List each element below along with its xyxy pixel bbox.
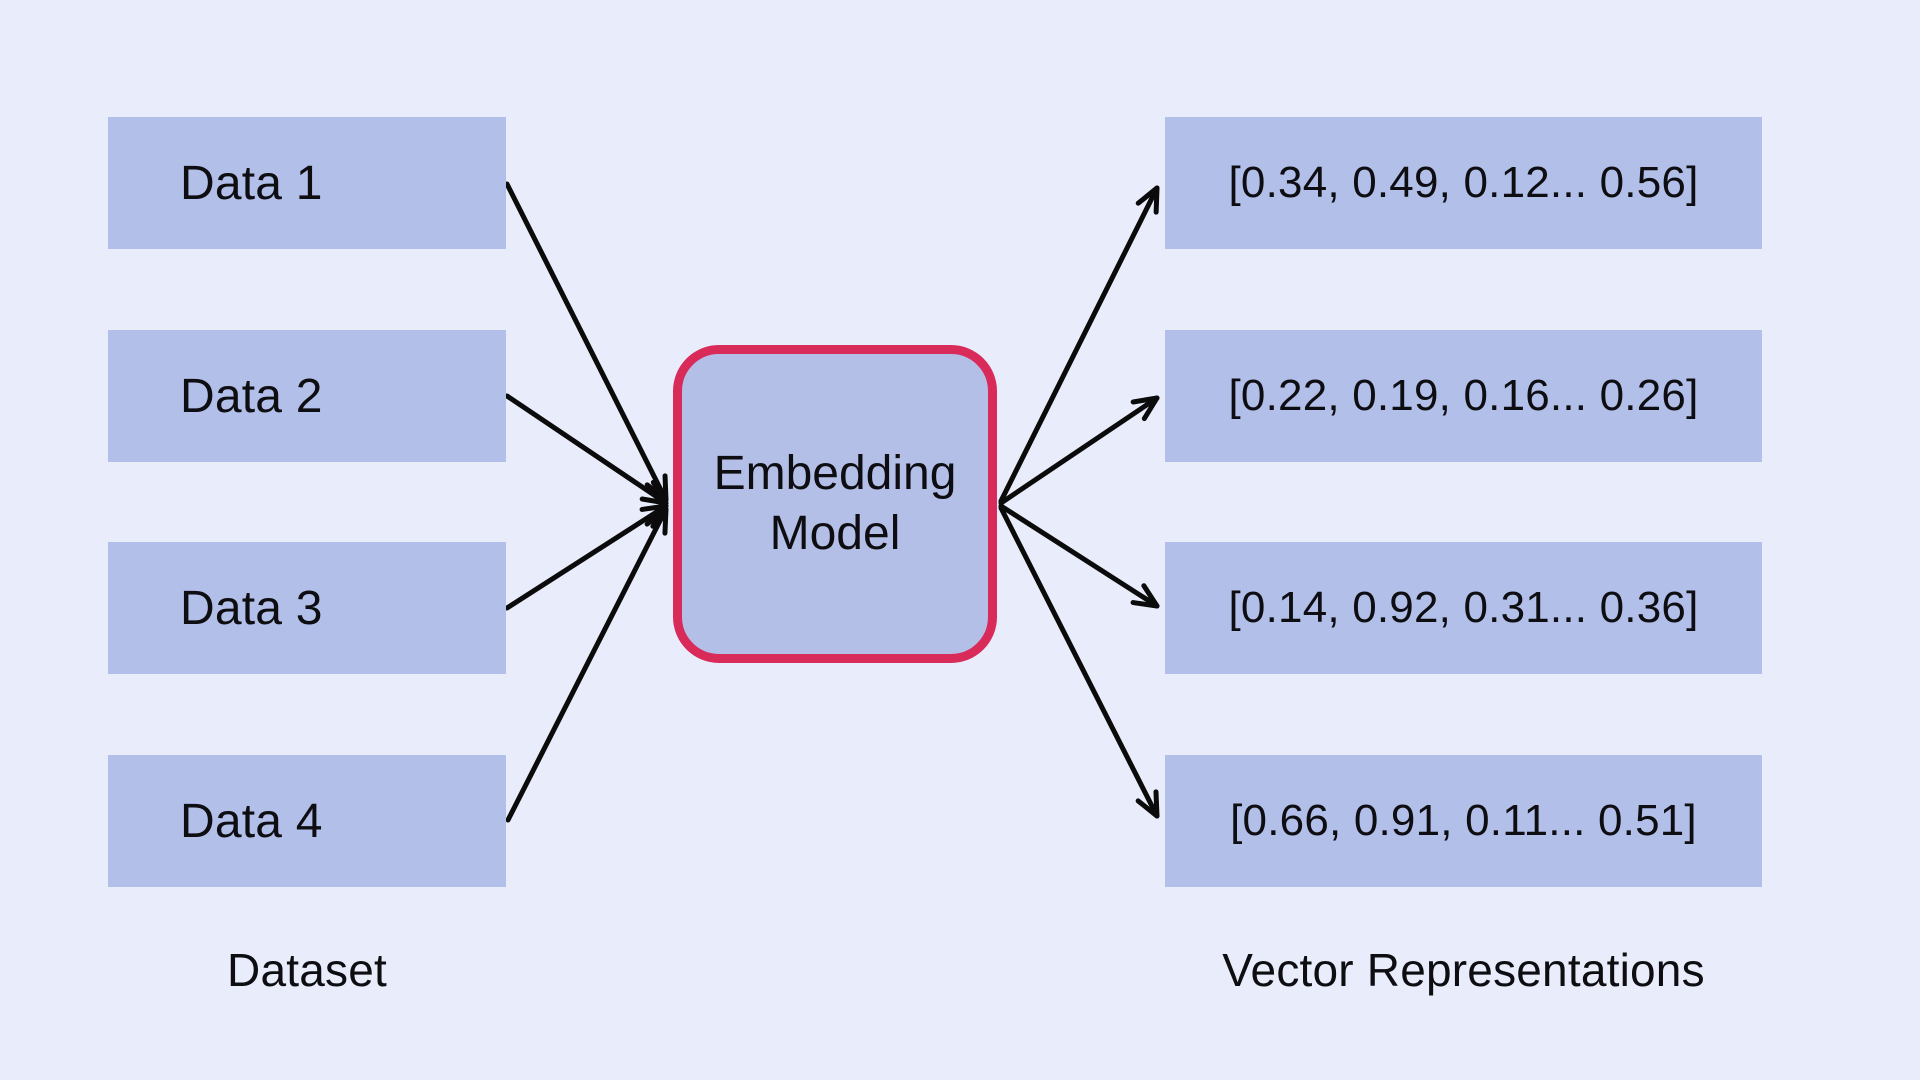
vector-box-4-label: [0.66, 0.91, 0.11... 0.51] — [1230, 796, 1697, 845]
vector-box-1: [0.34, 0.49, 0.12... 0.56] — [1165, 117, 1762, 249]
arrow-data2-to-model — [504, 393, 669, 506]
vector-box-3-label: [0.14, 0.92, 0.31... 0.36] — [1228, 583, 1699, 632]
data-box-1: Data 1 — [108, 117, 506, 249]
arrow-model-to-vector1 — [998, 185, 1160, 504]
arrow-model-to-vector2 — [998, 395, 1160, 506]
data-box-3: Data 3 — [108, 542, 506, 674]
dataset-caption: Dataset — [227, 944, 387, 996]
data-box-2-label: Data 2 — [180, 369, 323, 423]
arrow-data3-to-model — [504, 503, 669, 611]
data-box-4-label: Data 4 — [180, 794, 323, 848]
data-box-4: Data 4 — [108, 755, 506, 887]
vector-representations-caption: Vector Representations — [1222, 944, 1705, 996]
embedding-model-label-line1: Embedding — [713, 447, 957, 500]
vector-box-2: [0.22, 0.19, 0.16... 0.26] — [1165, 330, 1762, 462]
vector-box-3: [0.14, 0.92, 0.31... 0.36] — [1165, 542, 1762, 674]
arrow-model-to-vector3 — [998, 503, 1160, 609]
data-box-1-label: Data 1 — [180, 156, 323, 210]
data-box-2: Data 2 — [108, 330, 506, 462]
vector-box-2-label: [0.22, 0.19, 0.16... 0.26] — [1228, 371, 1699, 420]
arrow-data4-to-model — [505, 506, 669, 823]
embedding-model-label-line2: Model — [769, 507, 901, 560]
embedding-model-box: Embedding Model — [673, 345, 997, 663]
vector-box-4: [0.66, 0.91, 0.11... 0.51] — [1165, 755, 1762, 887]
arrow-model-to-vector4 — [998, 505, 1160, 819]
data-box-3-label: Data 3 — [180, 581, 323, 635]
vector-box-1-label: [0.34, 0.49, 0.12... 0.56] — [1228, 158, 1699, 207]
arrow-data1-to-model — [504, 181, 669, 503]
